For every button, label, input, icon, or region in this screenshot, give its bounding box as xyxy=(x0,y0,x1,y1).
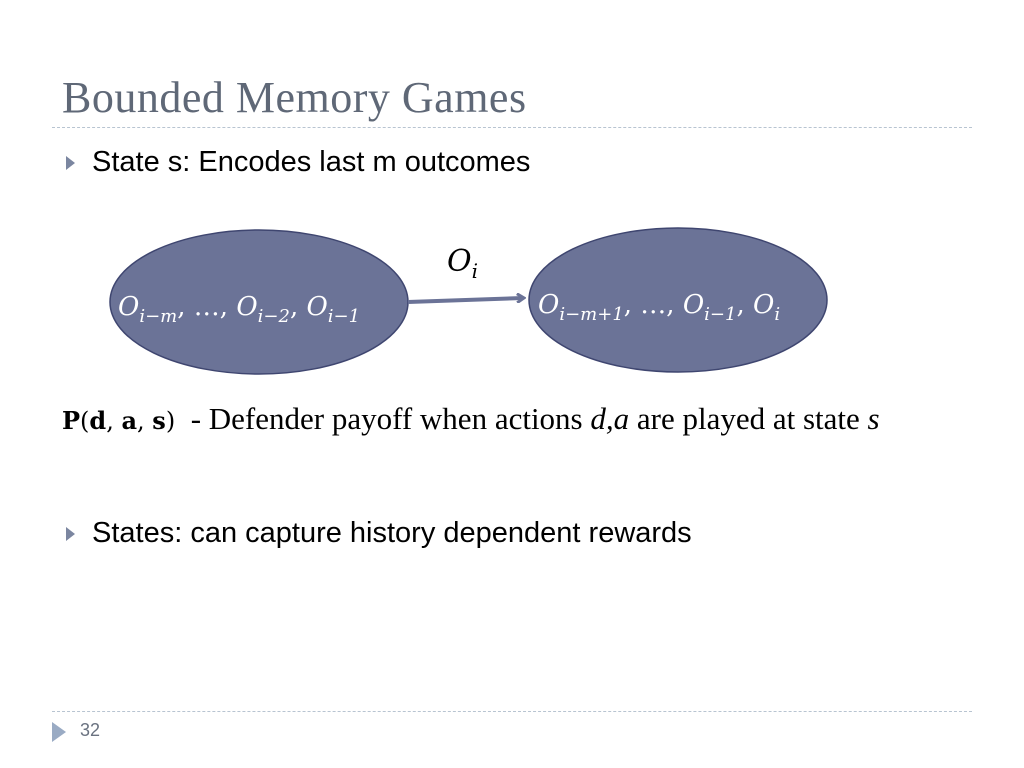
footer-divider xyxy=(52,711,972,712)
bullet-triangle-icon xyxy=(66,155,75,170)
to-state-separator: , xyxy=(736,290,753,320)
payoff-formula: P(d, a, s) xyxy=(62,406,176,435)
to-state-separator: , …, xyxy=(624,290,683,320)
footer-triangle-icon xyxy=(52,722,66,742)
from-state-symbol: O xyxy=(118,292,139,322)
from-state-subscript: i−m xyxy=(139,306,177,327)
bullet-text: States: can capture history dependent re… xyxy=(92,517,692,549)
bullet-text: State s: Encodes last m outcomes xyxy=(92,146,531,178)
title-divider xyxy=(52,127,972,128)
transition-arrow xyxy=(407,298,523,304)
bullet-item: State s: Encodes last m outcomes xyxy=(66,146,530,179)
from-state-subscript: i−2 xyxy=(258,306,290,327)
bullet-item: States: can capture history dependent re… xyxy=(66,517,692,550)
to-state-symbol: O xyxy=(753,290,774,320)
from-state-separator: , …, xyxy=(177,292,236,322)
to-state-subscript: i xyxy=(774,304,780,325)
from-state-subscript: i−1 xyxy=(328,306,360,327)
to-state-symbol: O xyxy=(683,290,704,320)
to-state-subscript: i−m+1 xyxy=(559,304,623,325)
to-state-subscript: i−1 xyxy=(704,304,736,325)
from-state-symbol: O xyxy=(306,292,327,322)
from-state-node xyxy=(109,229,409,375)
to-state-symbol: O xyxy=(538,290,559,320)
to-state-node xyxy=(528,227,828,373)
transition-label: Oi xyxy=(447,244,478,283)
payoff-definition: P(d, a, s) - Defender payoff when action… xyxy=(62,401,880,436)
slide-title: Bounded Memory Games xyxy=(62,73,527,122)
from-state-label: Oi−m, …, Oi−2, Oi−1 xyxy=(118,292,360,327)
bullet-triangle-icon xyxy=(66,526,75,541)
from-state-separator: , xyxy=(290,292,307,322)
to-state-label: Oi−m+1, …, Oi−1, Oi xyxy=(538,290,780,325)
from-state-symbol: O xyxy=(236,292,257,322)
page-number: 32 xyxy=(80,720,101,740)
